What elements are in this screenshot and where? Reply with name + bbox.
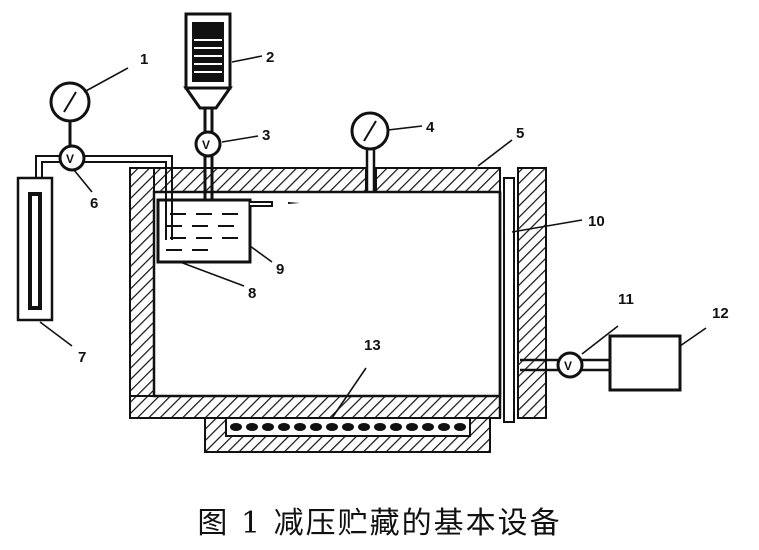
gauge-1 bbox=[49, 81, 91, 146]
coil-segment bbox=[326, 423, 338, 431]
coil-segment bbox=[294, 423, 306, 431]
coil-segment bbox=[310, 423, 322, 431]
gauge-4 bbox=[350, 111, 390, 192]
valve-6: V bbox=[58, 144, 86, 172]
heating-coil bbox=[225, 417, 471, 437]
valve-6-symbol: V bbox=[66, 152, 74, 166]
valve-3: V bbox=[194, 130, 222, 200]
storage-chamber-walls bbox=[129, 167, 547, 453]
valve-3-symbol: V bbox=[202, 138, 210, 152]
manometer-7 bbox=[16, 176, 54, 322]
coil-segment bbox=[422, 423, 434, 431]
label-5: 5 bbox=[516, 125, 524, 142]
label-8: 8 bbox=[248, 285, 256, 302]
label-1: 1 bbox=[140, 51, 148, 68]
label-9: 9 bbox=[276, 261, 284, 278]
side-duct bbox=[503, 177, 515, 423]
label-13: 13 bbox=[364, 337, 381, 354]
figure-caption: 图 1 减压贮藏的基本设备 bbox=[197, 506, 562, 541]
coil-segment bbox=[390, 423, 402, 431]
valve-11: V bbox=[556, 351, 584, 379]
valve-11-symbol: V bbox=[564, 359, 572, 373]
label-11: 11 bbox=[618, 291, 634, 308]
coil-segment bbox=[374, 423, 386, 431]
coil-segment bbox=[278, 423, 290, 431]
apparatus-diagram: V V bbox=[16, 12, 729, 453]
label-6: 6 bbox=[90, 195, 98, 212]
coil-segment bbox=[406, 423, 418, 431]
flow-regulator-2 bbox=[183, 12, 233, 132]
vacuum-lines bbox=[35, 155, 173, 240]
coil-segment bbox=[230, 423, 242, 431]
label-3: 3 bbox=[262, 127, 270, 144]
coil-segment bbox=[246, 423, 258, 431]
coil-segment bbox=[358, 423, 370, 431]
label-2: 2 bbox=[266, 49, 274, 66]
label-7: 7 bbox=[78, 349, 86, 366]
humidifier bbox=[156, 198, 300, 264]
outlet-pipe bbox=[520, 358, 610, 372]
coil-segment bbox=[438, 423, 450, 431]
coil-segment bbox=[342, 423, 354, 431]
label-10: 10 bbox=[588, 213, 605, 230]
coil-segment bbox=[454, 423, 466, 431]
coil-segment bbox=[262, 423, 274, 431]
vacuum-pump-12 bbox=[608, 334, 682, 392]
label-12: 12 bbox=[712, 305, 729, 322]
label-4: 4 bbox=[426, 119, 435, 136]
leader-lines bbox=[39, 55, 707, 419]
